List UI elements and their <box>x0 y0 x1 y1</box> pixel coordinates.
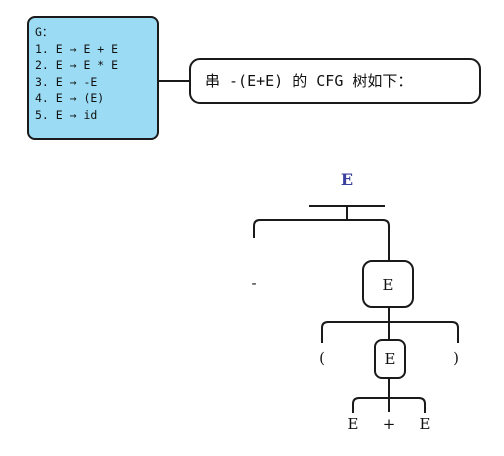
grammar-rule-4: 4. E → (E) <box>35 91 105 105</box>
minus-label: - <box>251 274 256 292</box>
node-label-level1: E <box>383 276 394 294</box>
grammar-box: G： 1. E → E + E 2. E → E * E 3. E → -E 4… <box>27 16 159 140</box>
level1-bracket <box>253 219 390 261</box>
rparen-label: ) <box>453 349 459 367</box>
grammar-title: G： <box>35 25 54 39</box>
tree-root-label: E <box>341 170 353 189</box>
node-label-level2: E <box>385 350 396 368</box>
grammar-rule-1: 1. E → E + E <box>35 41 119 56</box>
grammar-rule-5: 5. E → id <box>35 107 98 122</box>
lparen-label: ( <box>319 349 325 367</box>
grammar-rule-2: 2. E → E * E <box>35 58 119 72</box>
grammar-rule-3: 3. E → -E <box>35 74 98 89</box>
caption-box: 串 -(E+E) 的 CFG 树如下： <box>189 58 481 104</box>
leaf-plus: + <box>383 415 396 433</box>
leaf-right-e: E <box>420 415 431 433</box>
leaf-left-e: E <box>348 415 359 433</box>
